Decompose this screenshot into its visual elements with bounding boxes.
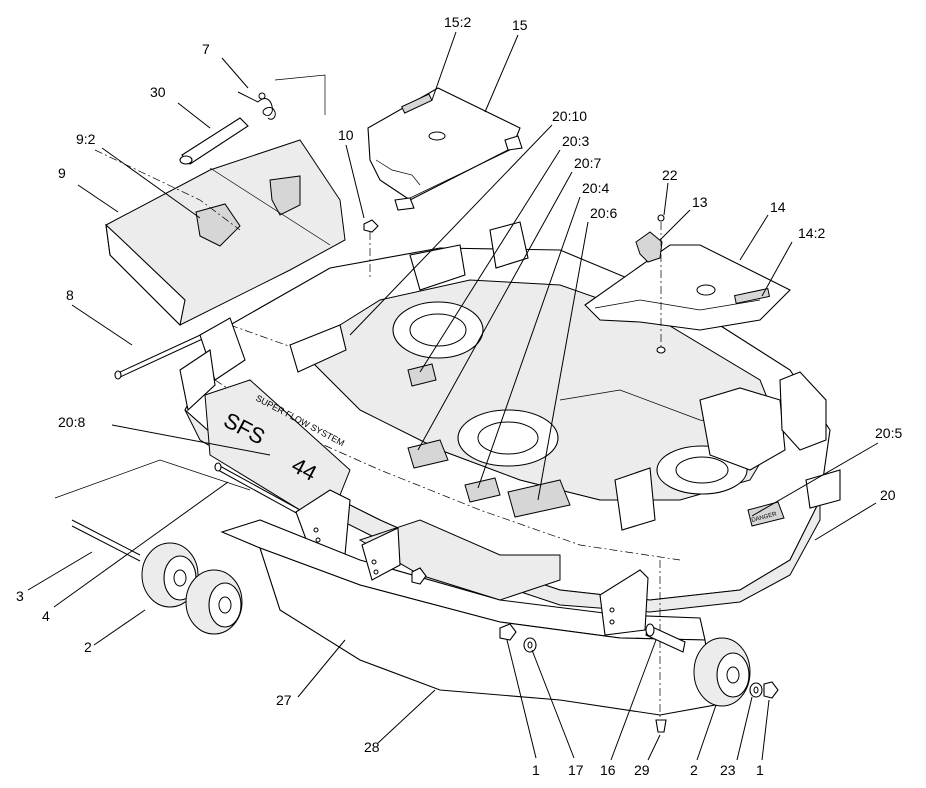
callout-9: 9 [58, 165, 66, 181]
part-9-belt-shield [94, 74, 346, 327]
callout-13: 13 [692, 194, 708, 210]
part-17-washer [523, 637, 537, 653]
callout-27: 27 [276, 692, 292, 708]
part-1-nut-right [763, 681, 779, 699]
callout-9-2: 9:2 [76, 131, 96, 147]
callout-30: 30 [150, 84, 166, 100]
nut-left-front [411, 567, 427, 585]
callout-15: 15 [512, 17, 528, 33]
part-3-axle [54, 459, 251, 562]
part-14-right-shield [584, 244, 791, 331]
callout-3: 3 [16, 588, 24, 604]
callout-14: 14 [770, 199, 786, 215]
callout-14-2: 14:2 [798, 225, 825, 241]
callout-4: 4 [42, 608, 50, 624]
callout-10: 10 [338, 127, 354, 143]
part-23-washer [749, 682, 763, 698]
part-4-bolt [214, 462, 301, 516]
callout-1-mid: 1 [532, 762, 540, 778]
part-7-spring [237, 91, 276, 120]
callout-20: 20 [880, 487, 896, 503]
part-2-right-wheel [693, 637, 751, 707]
callout-1-right: 1 [756, 762, 764, 778]
callout-20-3: 20:3 [562, 133, 589, 149]
part-1-nut-mid [499, 623, 517, 641]
part-16-axle-bolt [645, 623, 686, 653]
part-13-bracket [635, 231, 663, 263]
callout-17: 17 [568, 762, 584, 778]
callout-29: 29 [634, 762, 650, 778]
callout-20-8: 20:8 [58, 414, 85, 430]
callout-2-left: 2 [84, 639, 92, 655]
part-2-left-wheels [141, 542, 243, 635]
callout-15-2: 15:2 [444, 14, 471, 30]
callout-20-10: 20:10 [552, 108, 587, 124]
part-29-screw [655, 719, 667, 733]
callout-22: 22 [662, 167, 678, 183]
callout-16: 16 [600, 762, 616, 778]
callout-20-7: 20:7 [574, 155, 601, 171]
callout-7: 7 [202, 41, 210, 57]
callout-8: 8 [66, 287, 74, 303]
callout-20-4: 20:4 [582, 180, 609, 196]
part-22-bolt [656, 214, 666, 354]
callout-20-5: 20:5 [875, 425, 902, 441]
deck-housing: SUPER FLOW SYSTEM SFS 44 DANGER [179, 221, 841, 613]
part-27-baffle [220, 519, 706, 641]
right-wheel-bracket [599, 569, 649, 636]
callout-2-right: 2 [690, 762, 698, 778]
leader-lines [27, 31, 879, 761]
callout-labels: 7 30 9:2 9 8 10 15:2 15 20:10 20:3 20:7 … [16, 14, 902, 778]
callout-20-6: 20:6 [590, 205, 617, 221]
part-30-idler-tube [179, 117, 249, 165]
callout-23: 23 [720, 762, 736, 778]
part-15-shield [367, 87, 523, 211]
callout-28: 28 [364, 739, 380, 755]
part-10-nut [363, 219, 379, 280]
